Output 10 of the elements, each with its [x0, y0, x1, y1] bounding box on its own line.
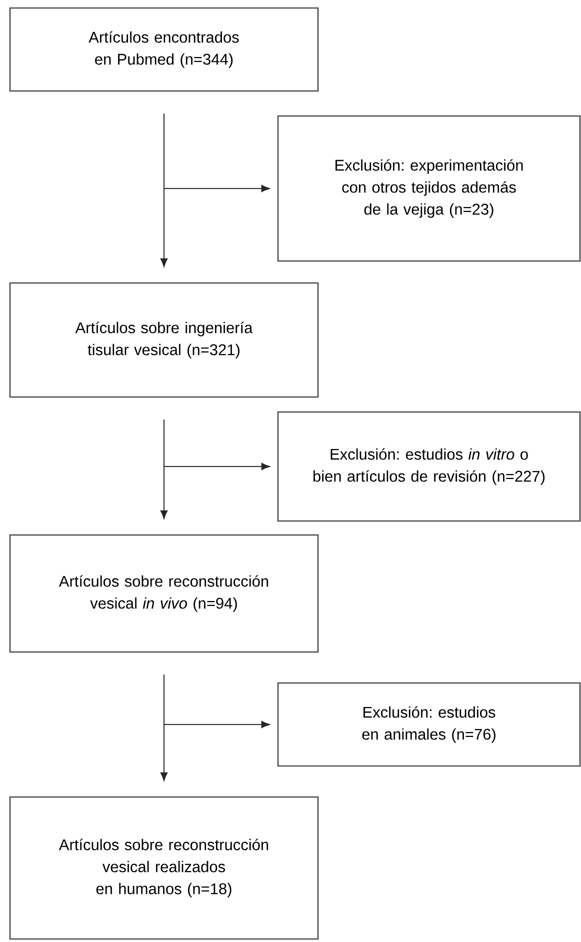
exclusion-box: Exclusión: estudios en animales (n=76) [277, 682, 581, 767]
arrow [164, 674, 270, 728]
process-box: Artículos sobre reconstrucción vesical realizados en humanos (n=18) [9, 796, 319, 940]
process-box: Artículos sobre reconstrucción vesical in vivo (n=94) [9, 534, 319, 653]
arrow [164, 113, 270, 192]
arrow [164, 419, 270, 470]
process-box: Artículos encontrados en Pubmed (n=344) [9, 7, 319, 92]
exclusion-box: Exclusión: estudios in vitro o bien artículos de revisión (n=227) [277, 411, 581, 522]
process-box: Artículos sobre ingeniería tisular vesical (n=321) [9, 282, 319, 398]
exclusion-box: Exclusión: experimentación con otros tejidos además de la vejiga (n=23) [277, 115, 581, 262]
